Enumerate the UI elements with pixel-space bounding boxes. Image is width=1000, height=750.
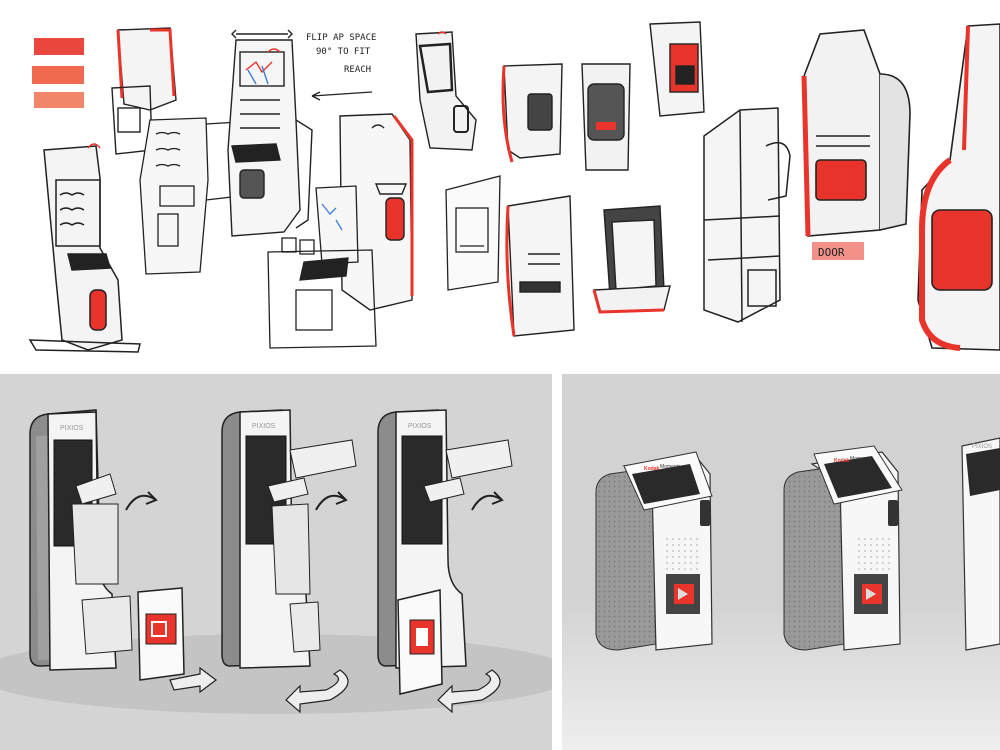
kiosk-sketch-8 [501,63,563,163]
kiosk-sketch-1 [28,143,141,353]
door-label: DOOR [818,246,845,259]
sketch-note-1: FLIP AP SPACE [306,33,376,43]
rotate-arrow-icon [125,494,157,511]
red-swatch-icons [32,38,84,108]
kiosk-sketch-4 [227,29,313,237]
screen-header-c: PIXIOS [408,423,432,430]
kiosk-sketch-14 [703,107,791,323]
brand-product-d: Moments [660,464,681,470]
concept-render-panel: PIXIOS PIXIOS [0,374,552,750]
kiosk-sketch-10 [649,21,705,117]
kiosk-render-a: PIXIOS [29,409,217,694]
kiosk-sketch-16 [917,23,1000,351]
kiosk-render-e: Kodak Moments [783,445,903,651]
kiosk-sketch-6 [267,185,377,349]
screen-header-f: PIXIOS [972,444,992,450]
kiosk-render-c: PIXIOS [377,409,513,714]
swing-arrow-icon [285,669,349,714]
kiosk-sketch-11 [445,175,501,291]
kiosk-sketch-13 [592,205,671,314]
kiosk-render-d: Kodak Moments [595,451,713,651]
screen-header-b: PIXIOS [252,423,276,430]
kiosk-sketch-7 [415,31,477,151]
kiosk-sketch-3 [139,117,241,275]
kiosk-sketch-15 [801,29,911,237]
sketch-note-3: REACH [344,65,371,75]
brand-logo-e: Kodak [834,458,850,464]
screen-header-a: PIXIOS [60,425,84,432]
kiosk-sketch-9 [581,63,631,171]
brand-logo-d: Kodak [644,466,660,472]
sketch-note-2: 90° TO FIT [316,47,371,57]
sketch-board: FLIP AP SPACE 90° TO FIT REACH [0,0,1000,372]
door-label-tag: DOOR [812,242,864,260]
kiosk-sketch-12 [505,195,575,337]
rotate-arrow-icon [471,494,503,511]
divider-vertical [552,372,562,750]
kiosk-render-f: PIXIOS [961,437,1000,651]
final-render-panel: Kodak Moments Kodak Moments PIXI [562,374,1000,750]
kiosk-sketch-2 [111,27,177,155]
kiosk-render-b: PIXIOS [221,409,357,714]
slide-arrow-icon [169,666,217,694]
divider-horizontal [0,370,1000,374]
rotate-arrow-icon [315,494,347,511]
swing-arrow-icon [437,669,501,714]
arrow-icon [311,91,373,101]
brand-product-e: Moments [850,456,871,462]
